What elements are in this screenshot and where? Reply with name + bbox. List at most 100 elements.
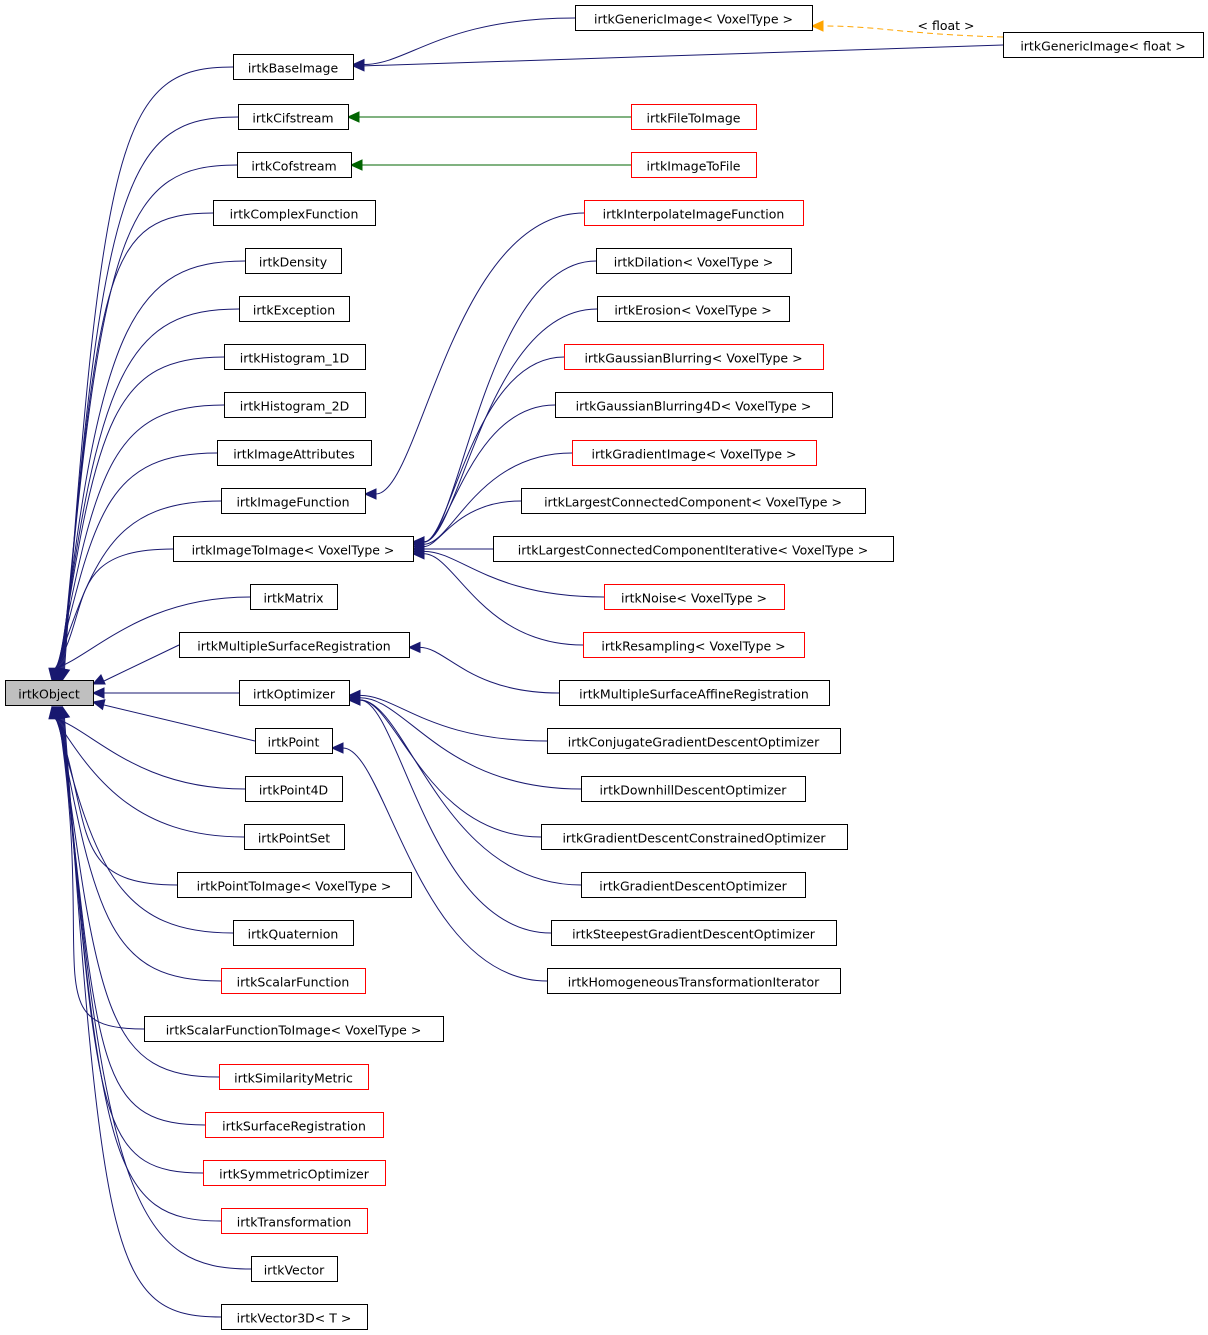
class-box: [221, 488, 366, 514]
class-node-imagetoimage[interactable]: irtkImageToImage< VoxelType >: [173, 536, 414, 562]
class-node-pointtoimage[interactable]: irtkPointToImage< VoxelType >: [177, 872, 412, 898]
class-label: irtkConjugateGradientDescentOptimizer: [568, 735, 820, 750]
class-node-cifstream[interactable]: irtkCifstream: [238, 104, 349, 130]
inheritance-edge: [346, 111, 631, 123]
class-node-imageattributes[interactable]: irtkImageAttributes: [217, 440, 372, 466]
class-box: [173, 536, 414, 562]
class-label: irtkGradientImage< VoxelType >: [592, 447, 797, 462]
class-node-similaritymetric[interactable]: irtkSimilarityMetric: [219, 1064, 369, 1090]
class-node-complexfunction[interactable]: irtkComplexFunction: [213, 200, 376, 226]
class-node-transformation[interactable]: irtkTransformation: [221, 1208, 368, 1234]
class-label: irtkScalarFunctionToImage< VoxelType >: [166, 1023, 422, 1038]
class-label: irtkImageAttributes: [233, 447, 355, 462]
class-node-imagefunction[interactable]: irtkImageFunction: [221, 488, 366, 514]
class-node-gdco[interactable]: irtkGradientDescentConstrainedOptimizer: [541, 824, 848, 850]
inheritance-edge: [347, 694, 542, 838]
class-node-optimizer[interactable]: irtkOptimizer: [239, 680, 350, 706]
class-node-dhdo[interactable]: irtkDownhillDescentOptimizer: [581, 776, 806, 802]
class-node-resampling[interactable]: irtkResampling< VoxelType >: [583, 632, 805, 658]
class-box: [521, 488, 866, 514]
class-box: [205, 1112, 384, 1138]
class-node-lcci[interactable]: irtkLargestConnectedComponentIterative< …: [493, 536, 894, 562]
class-node-msr[interactable]: irtkMultipleSurfaceRegistration: [179, 632, 410, 658]
class-node-surfacereg[interactable]: irtkSurfaceRegistration: [205, 1112, 384, 1138]
class-node-scalarfunction[interactable]: irtkScalarFunction: [221, 968, 366, 994]
class-box: [245, 776, 343, 802]
class-node-imagetofile[interactable]: irtkImageToFile: [631, 152, 757, 178]
class-node-interpfunc[interactable]: irtkInterpolateImageFunction: [584, 200, 804, 226]
class-label: irtkLargestConnectedComponent< VoxelType…: [544, 495, 842, 510]
class-box: [559, 680, 830, 706]
class-box: [221, 1304, 368, 1330]
class-node-noise[interactable]: irtkNoise< VoxelType >: [604, 584, 785, 610]
class-label: irtkOptimizer: [253, 687, 336, 702]
inheritance-edge: [55, 705, 204, 1174]
class-box: [245, 248, 342, 274]
class-node-baseimage[interactable]: irtkBaseImage: [233, 54, 354, 80]
inheritance-edge: [55, 260, 246, 682]
class-node-genericfloat[interactable]: irtkGenericImage< float >: [1003, 32, 1204, 58]
class-node-gdo[interactable]: irtkGradientDescentOptimizer: [581, 872, 806, 898]
inheritance-edge: [407, 641, 560, 694]
class-node-point4d[interactable]: irtkPoint4D: [245, 776, 343, 802]
class-box: [221, 968, 366, 994]
class-node-matrix[interactable]: irtkMatrix: [250, 584, 338, 610]
class-node-quaternion[interactable]: irtkQuaternion: [233, 920, 354, 946]
class-node-pointset[interactable]: irtkPointSet: [244, 824, 345, 850]
class-node-object[interactable]: irtkObject: [5, 680, 94, 706]
inheritance-edge: [411, 404, 556, 548]
class-box: [203, 1160, 386, 1186]
class-label: irtkMultipleSurfaceRegistration: [197, 639, 390, 654]
arrowhead-icon: [363, 488, 377, 500]
class-node-msar[interactable]: irtkMultipleSurfaceAffineRegistration: [559, 680, 830, 706]
class-label: irtkBaseImage: [248, 61, 339, 76]
class-node-hist1d[interactable]: irtkHistogram_1D: [224, 344, 366, 370]
class-box: [604, 584, 785, 610]
class-label: irtkLargestConnectedComponentIterative< …: [518, 543, 868, 558]
edges-layer: < float >: [48, 17, 1004, 1318]
class-label: irtkGradientDescentConstrainedOptimizer: [562, 831, 826, 846]
class-node-gauss[interactable]: irtkGaussianBlurring< VoxelType >: [564, 344, 824, 370]
class-box: [219, 1064, 369, 1090]
class-node-symopt[interactable]: irtkSymmetricOptimizer: [203, 1160, 386, 1186]
class-node-vector3d[interactable]: irtkVector3D< T >: [221, 1304, 368, 1330]
class-node-genericimage[interactable]: irtkGenericImage< VoxelType >: [575, 5, 813, 31]
class-box: [233, 920, 354, 946]
class-node-hist2d[interactable]: irtkHistogram_2D: [224, 392, 366, 418]
template-argument-label: < float >: [918, 18, 975, 33]
class-node-cofstream[interactable]: irtkCofstream: [237, 152, 352, 178]
class-node-sgdo[interactable]: irtkSteepestGradientDescentOptimizer: [551, 920, 837, 946]
class-box: [5, 680, 94, 706]
class-node-point[interactable]: irtkPoint: [255, 728, 333, 754]
class-node-density[interactable]: irtkDensity: [245, 248, 342, 274]
class-box: [239, 296, 350, 322]
class-label: irtkGenericImage< VoxelType >: [594, 12, 793, 27]
class-box: [583, 632, 805, 658]
class-node-vector[interactable]: irtkVector: [251, 1256, 338, 1282]
inheritance-edge: [347, 694, 552, 934]
class-node-gradimage[interactable]: irtkGradientImage< VoxelType >: [572, 440, 817, 466]
inheritance-edge: [52, 705, 222, 982]
inheritance-edge: [48, 596, 251, 682]
class-label: irtkHistogram_2D: [240, 399, 349, 414]
class-box: [596, 248, 792, 274]
class-node-exception[interactable]: irtkException: [239, 296, 350, 322]
class-node-lcc[interactable]: irtkLargestConnectedComponent< VoxelType…: [521, 488, 866, 514]
class-node-erosion[interactable]: irtkErosion< VoxelType >: [597, 296, 790, 322]
inheritance-edge: [349, 159, 631, 171]
class-label: irtkHomogeneousTransformationIterator: [568, 975, 820, 990]
class-node-hti[interactable]: irtkHomogeneousTransformationIterator: [547, 968, 841, 994]
class-node-dilation[interactable]: irtkDilation< VoxelType >: [596, 248, 792, 274]
class-node-sftoimage[interactable]: irtkScalarFunctionToImage< VoxelType >: [144, 1016, 444, 1042]
class-label: irtkPoint4D: [259, 783, 328, 798]
class-label: irtkGaussianBlurring< VoxelType >: [584, 351, 802, 366]
class-node-filetoimage[interactable]: irtkFileToImage: [631, 104, 757, 130]
class-box: [233, 54, 354, 80]
class-label: irtkImageFunction: [236, 495, 349, 510]
arrowhead-icon: [351, 60, 365, 72]
class-label: irtkQuaternion: [248, 927, 339, 942]
class-node-cgdo[interactable]: irtkConjugateGradientDescentOptimizer: [547, 728, 841, 754]
class-node-gauss4d[interactable]: irtkGaussianBlurring4D< VoxelType >: [555, 392, 833, 418]
class-box: [575, 5, 813, 31]
